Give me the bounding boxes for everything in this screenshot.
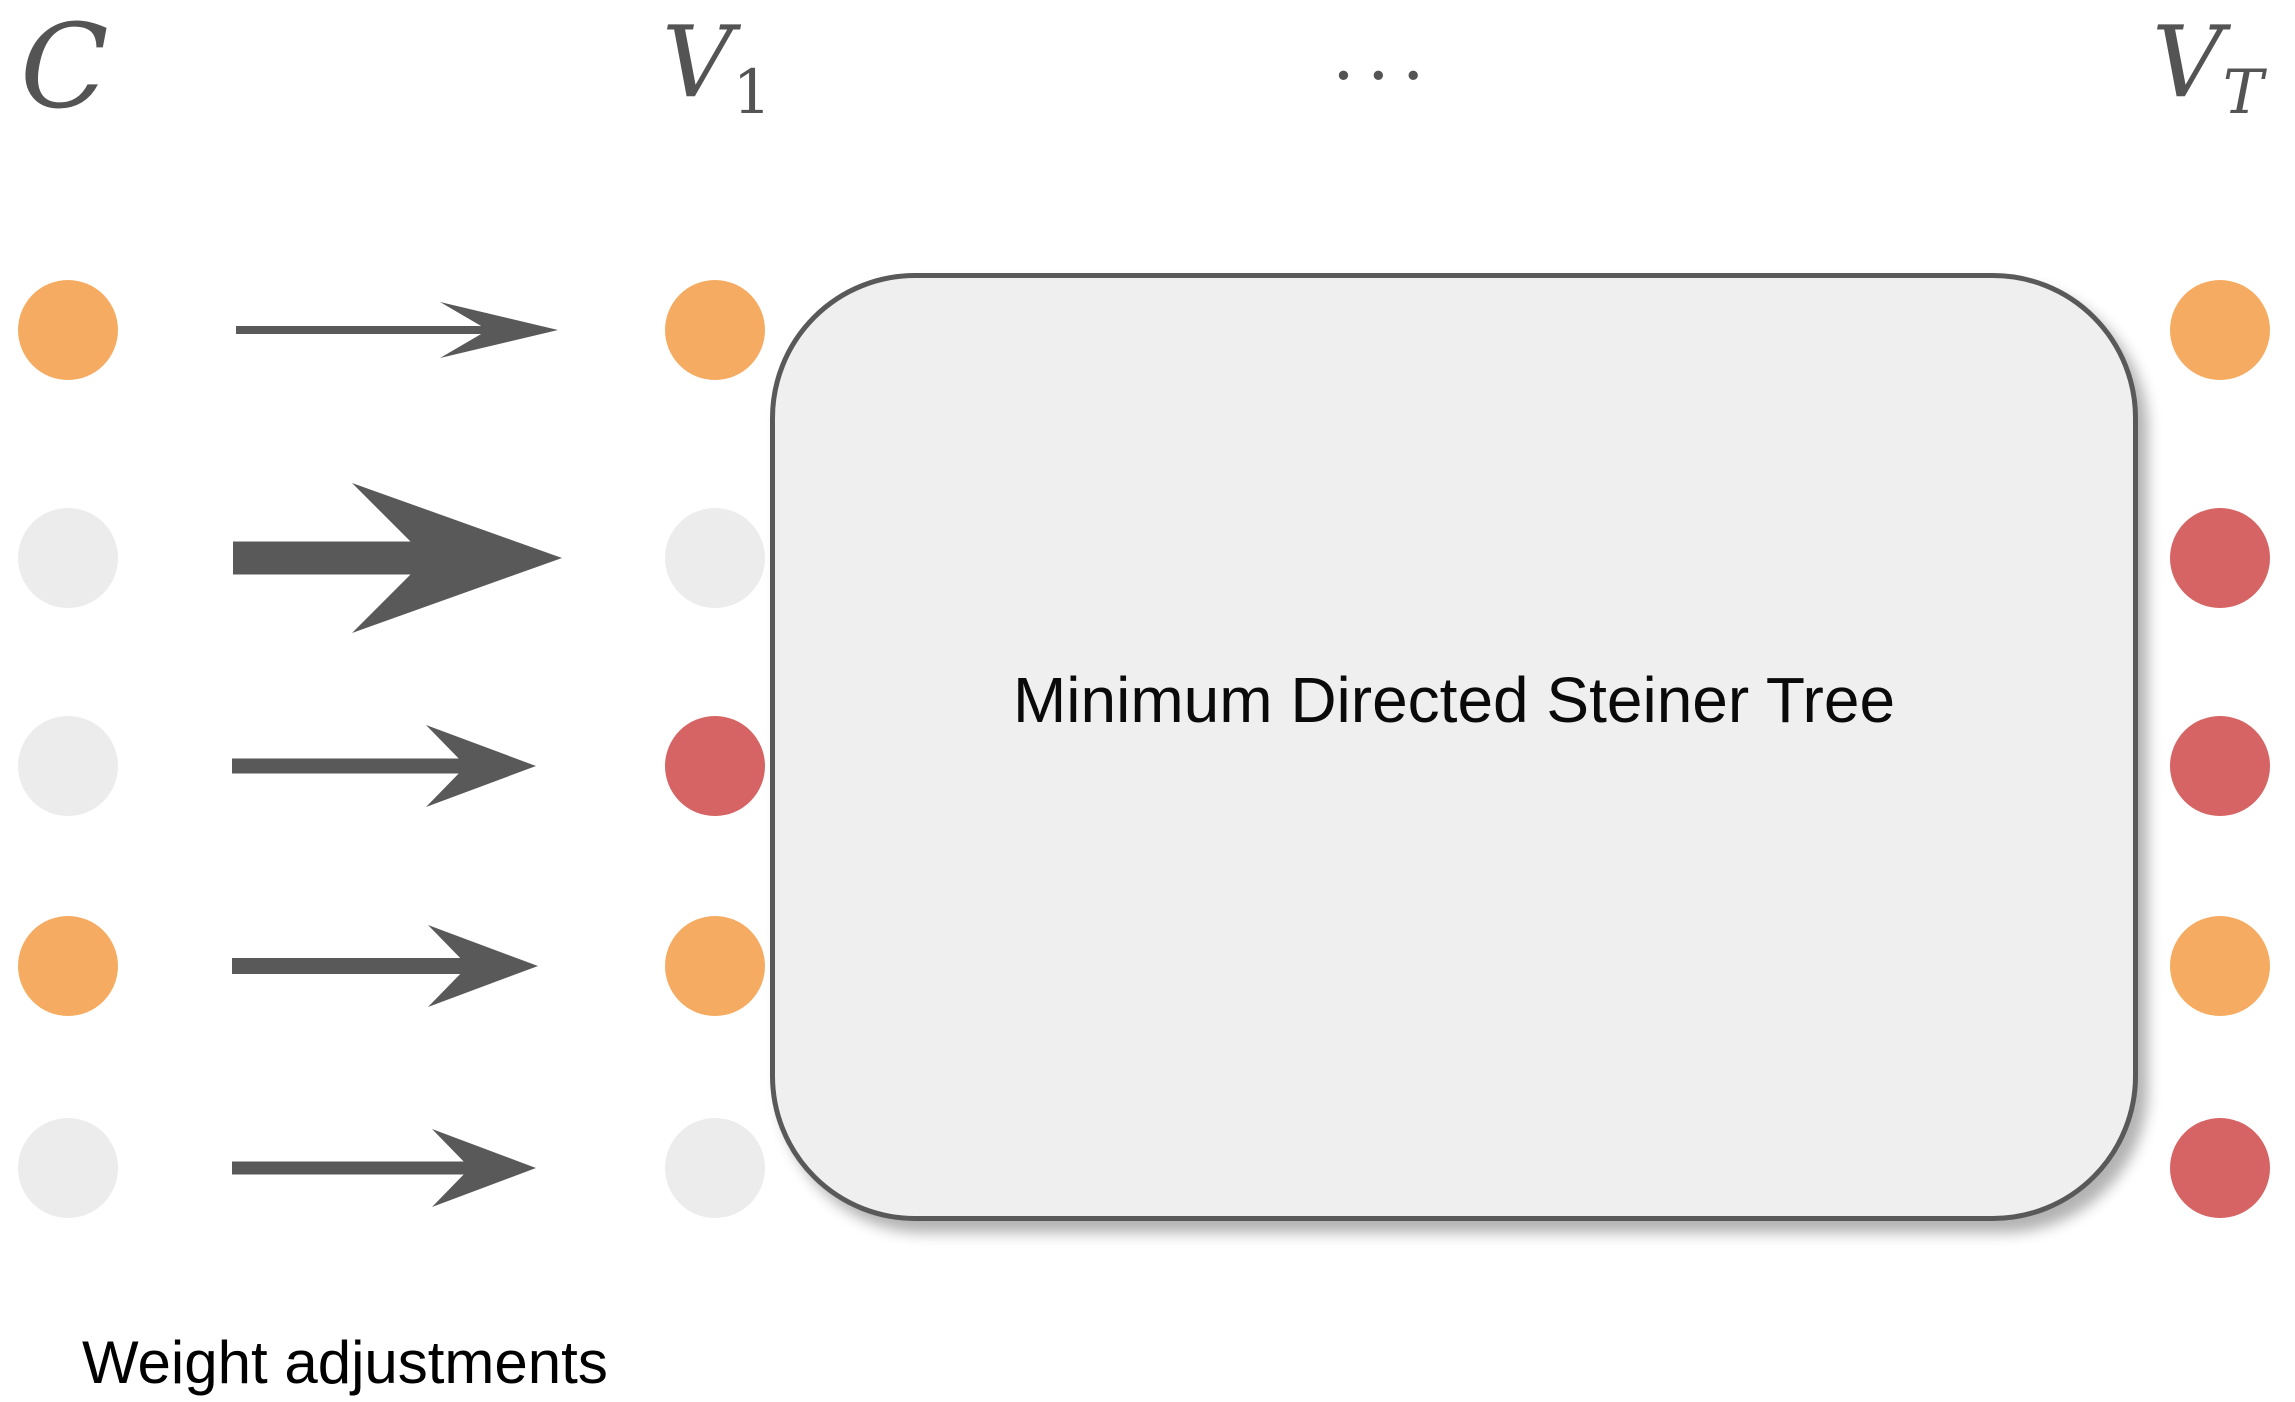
- node-circle-v1-row1: [665, 280, 765, 380]
- weight-arrow-row4: [232, 925, 538, 1007]
- column-label-v1-subscript: 1: [732, 58, 772, 128]
- weight-arrow-head: [432, 1129, 536, 1207]
- weight-arrow-head: [428, 925, 538, 1007]
- steiner-tree-box: Minimum Directed Steiner Tree: [770, 273, 2138, 1221]
- weight-arrow-row3: [232, 725, 536, 807]
- weight-arrow-head: [426, 725, 536, 807]
- node-circle-c-row3: [18, 716, 118, 816]
- node-circle-v1-row2: [665, 508, 765, 608]
- weight-arrow-shaft: [236, 326, 489, 334]
- node-circle-vt-row3: [2170, 716, 2270, 816]
- column-label-vt-subscript: T: [2222, 58, 2264, 128]
- weight-arrow-head: [440, 302, 558, 358]
- weight-arrow-row2: [233, 483, 562, 633]
- ellipsis-label: ...: [1332, 12, 1437, 96]
- node-circle-vt-row1: [2170, 280, 2270, 380]
- steiner-tree-box-label: Minimum Directed Steiner Tree: [1012, 664, 1896, 737]
- node-circle-c-row4: [18, 916, 118, 1016]
- weight-arrow-head: [352, 483, 562, 633]
- weight-arrow-row1: [236, 302, 558, 358]
- column-label-vt: VT: [2152, 14, 2263, 123]
- node-circle-c-row1: [18, 280, 118, 380]
- weight-arrow-row5: [232, 1129, 536, 1207]
- weight-arrow-shaft: [232, 1161, 471, 1175]
- node-circle-v1-row4: [665, 916, 765, 1016]
- node-circle-c-row5: [18, 1118, 118, 1218]
- column-label-v1: V1: [662, 14, 771, 123]
- column-label-c: C: [20, 0, 109, 135]
- column-label-vt-base: V: [2152, 6, 2223, 120]
- node-circle-vt-row5: [2170, 1118, 2270, 1218]
- node-circle-v1-row3: [665, 716, 765, 816]
- weight-arrow-shaft: [232, 958, 469, 974]
- node-circle-vt-row4: [2170, 916, 2270, 1016]
- node-circle-v1-row5: [665, 1118, 765, 1218]
- node-circle-c-row2: [18, 508, 118, 608]
- caption-weight-adjustments: Weight adjustments: [82, 1329, 608, 1396]
- column-label-v1-base: V: [662, 6, 733, 120]
- weight-arrow-shaft: [232, 758, 467, 774]
- weight-arrow-shaft: [233, 541, 428, 575]
- node-circle-vt-row2: [2170, 508, 2270, 608]
